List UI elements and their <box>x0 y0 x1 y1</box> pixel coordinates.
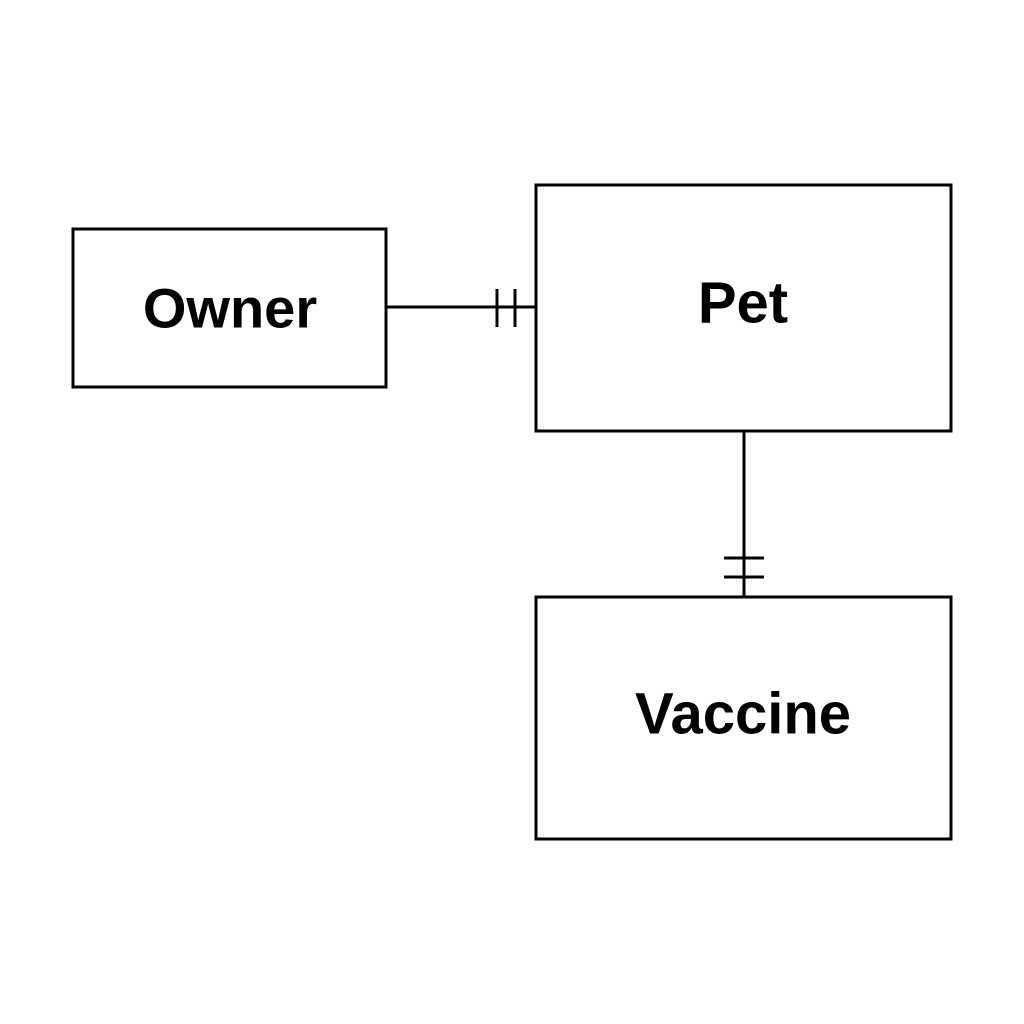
entity-owner-label: Owner <box>143 277 317 340</box>
entity-vaccine-box <box>534 595 953 841</box>
entity-pet[interactable]: Pet <box>534 183 953 433</box>
entity-owner-box <box>71 227 388 389</box>
entity-vaccine[interactable]: Vaccine <box>534 595 953 841</box>
relationship-pet-vaccine <box>724 431 764 597</box>
entity-vaccine-label: Vaccine <box>635 682 851 747</box>
relationship-owner-pet <box>386 289 536 327</box>
entity-owner[interactable]: Owner <box>71 227 388 389</box>
entity-pet-label: Pet <box>698 271 788 336</box>
entity-pet-box <box>534 183 953 433</box>
